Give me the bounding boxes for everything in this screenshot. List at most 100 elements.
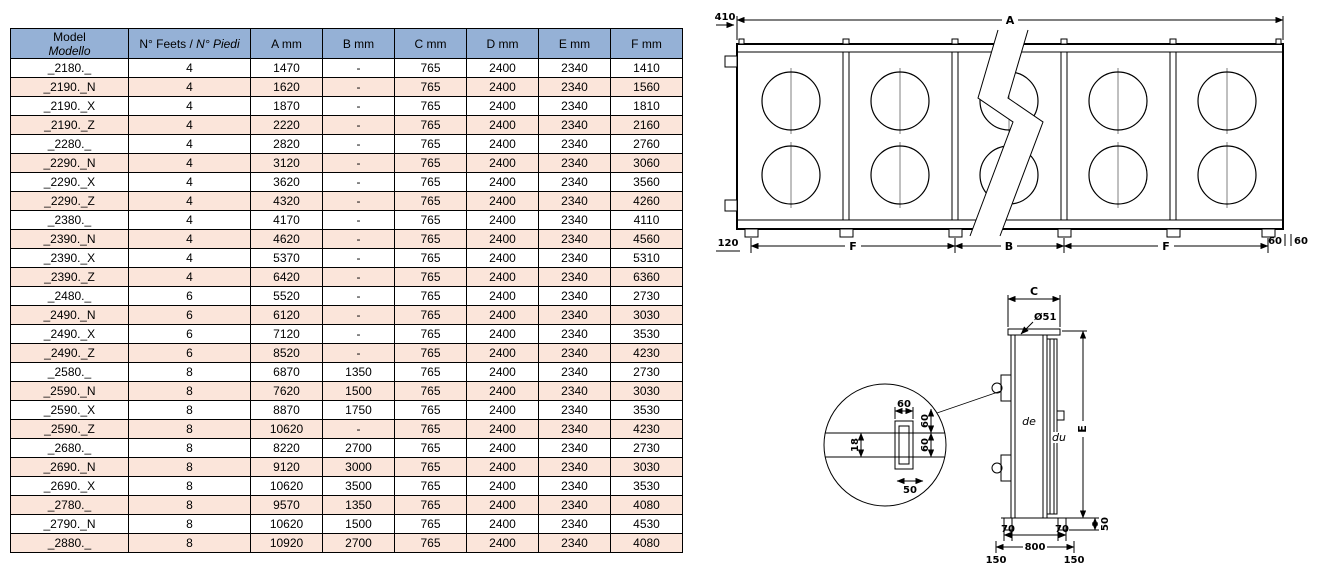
dimension-cell: 8 — [128, 514, 251, 534]
dimension-cell: 2340 — [538, 400, 611, 420]
dimension-cell: 2400 — [466, 115, 539, 135]
model-cell: _2290._N — [10, 153, 129, 173]
dimension-cell: - — [322, 419, 395, 439]
model-cell: _2190._N — [10, 77, 129, 97]
header-d-mm: D mm — [466, 28, 539, 59]
dimension-cell: 4260 — [610, 191, 683, 211]
dimension-cell: 8520 — [250, 343, 323, 363]
dimension-cell: 3000 — [322, 457, 395, 477]
dimension-cell: 765 — [394, 457, 467, 477]
dimension-cell: - — [322, 267, 395, 287]
model-cell: _2880._ — [10, 533, 129, 553]
dim-label-diameter: Ø51 — [1034, 311, 1056, 323]
dimension-cell: 2400 — [466, 77, 539, 97]
dimension-cell: 4080 — [610, 495, 683, 515]
dimension-cell: 2400 — [466, 58, 539, 78]
dimension-cell: 4170 — [250, 210, 323, 230]
dimension-cell: 8220 — [250, 438, 323, 458]
dimension-cell: 765 — [394, 210, 467, 230]
dimension-cell: 8870 — [250, 400, 323, 420]
dimension-cell: 4 — [128, 153, 251, 173]
model-cell: _2380._ — [10, 210, 129, 230]
dim-label-f-right: F — [1162, 240, 1170, 253]
model-cell: _2290._X — [10, 172, 129, 192]
dimension-cell: 3120 — [250, 153, 323, 173]
dimension-cell: 2340 — [538, 438, 611, 458]
dimension-cell: 765 — [394, 438, 467, 458]
dimension-cell: 10620 — [250, 476, 323, 496]
dimension-cell: 2730 — [610, 438, 683, 458]
dimension-cell: 2340 — [538, 115, 611, 135]
dimension-cell: 8 — [128, 400, 251, 420]
dimension-cell: - — [322, 77, 395, 97]
dimension-cell: 4 — [128, 96, 251, 116]
dimension-cell: 1620 — [250, 77, 323, 97]
detail-dim-18: 18 — [850, 438, 861, 452]
break-symbol — [969, 29, 1044, 237]
detail-dim-60-r2: 60 — [920, 438, 931, 452]
dimension-cell: 2730 — [610, 286, 683, 306]
dim-label-410: 410 — [715, 12, 736, 23]
dimension-cell: 2340 — [538, 381, 611, 401]
dimension-cell: 3500 — [322, 476, 395, 496]
model-cell: _2390._N — [10, 229, 129, 249]
model-cell: _2180._ — [10, 58, 129, 78]
dimension-cell: 8 — [128, 476, 251, 496]
dimension-cell: 3560 — [610, 172, 683, 192]
dimension-cell: 2340 — [538, 495, 611, 515]
dimension-cell: 2340 — [538, 77, 611, 97]
dimension-cell: 1560 — [610, 77, 683, 97]
dimension-cell: 2400 — [466, 267, 539, 287]
dim-label-50-foot: 50 — [1100, 517, 1111, 531]
dimension-cell: 5520 — [250, 286, 323, 306]
dimension-cell: 765 — [394, 286, 467, 306]
model-cell: _2490._X — [10, 324, 129, 344]
dimension-cell: 8 — [128, 533, 251, 553]
dimension-cell: - — [322, 153, 395, 173]
dimension-cell: 6 — [128, 343, 251, 363]
dimension-cell: 9570 — [250, 495, 323, 515]
dimension-cell: 4 — [128, 77, 251, 97]
model-cell: _2680._ — [10, 438, 129, 458]
dimension-cell: 2340 — [538, 419, 611, 439]
dimension-cell: 765 — [394, 58, 467, 78]
dimension-cell: 3030 — [610, 457, 683, 477]
dimension-cell: 4 — [128, 191, 251, 211]
dimension-cell: 6360 — [610, 267, 683, 287]
dimension-cell: 2400 — [466, 419, 539, 439]
dimension-cell: 4320 — [250, 191, 323, 211]
dimension-cell: 765 — [394, 172, 467, 192]
dimension-cell: 765 — [394, 153, 467, 173]
dimension-cell: 765 — [394, 514, 467, 534]
dimension-cell: 765 — [394, 77, 467, 97]
dimension-cell: 4230 — [610, 419, 683, 439]
dimension-cell: 1750 — [322, 400, 395, 420]
dimension-cell: 1870 — [250, 96, 323, 116]
dimension-cell: 3060 — [610, 153, 683, 173]
dimension-cell: 765 — [394, 381, 467, 401]
dimension-cell: - — [322, 324, 395, 344]
dim-label-a: A — [1006, 14, 1015, 27]
dimension-cell: 765 — [394, 400, 467, 420]
dimension-cell: 6870 — [250, 362, 323, 382]
dimension-cell: 2340 — [538, 362, 611, 382]
dim-label-120: 120 — [718, 238, 739, 249]
dimension-cell: 8 — [128, 362, 251, 382]
detail-dim-50: 50 — [903, 485, 917, 496]
header-feets-it: N° Piedi — [196, 36, 240, 51]
header-a-mm: A mm — [250, 28, 323, 59]
dim-label-150-right: 150 — [1064, 555, 1085, 566]
dimension-cell: 5310 — [610, 248, 683, 268]
dimension-cell: 2160 — [610, 115, 683, 135]
model-cell: _2280._ — [10, 134, 129, 154]
dimension-cell: 2400 — [466, 305, 539, 325]
dimension-cell: 2400 — [466, 210, 539, 230]
